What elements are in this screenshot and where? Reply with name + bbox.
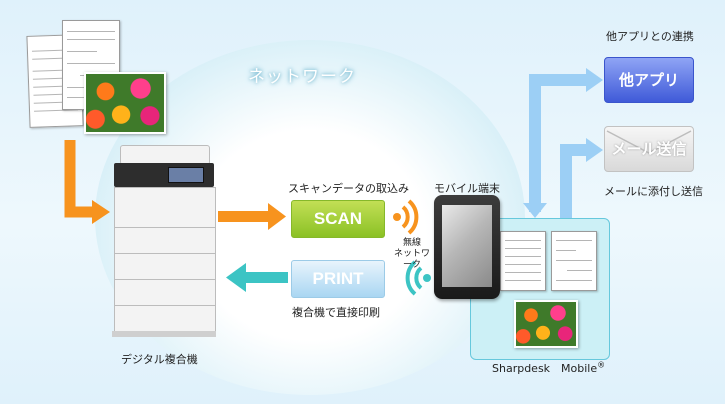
mail-caption: メールに添付し送信 <box>604 185 703 198</box>
other-app-button[interactable]: 他アプリ <box>604 57 694 103</box>
wireless-label-line1: 無線 <box>402 238 421 248</box>
orange-arrow-docs-to-copier <box>64 140 92 218</box>
orange-arrowhead-copier <box>92 200 110 224</box>
orange-arrowhead-scan <box>268 203 286 230</box>
mobile-terminal-label: モバイル端末 <box>434 182 500 195</box>
sharpdesk-label: Sharpdesk Mobile® <box>492 360 605 376</box>
flower-photo-source <box>84 72 166 134</box>
blue-arrow-other-app <box>529 74 588 212</box>
blue-arrowhead-down-mobile <box>523 203 547 218</box>
blue-arrowhead-other-app <box>586 68 603 92</box>
mail-button-label: メール送信 <box>611 140 687 158</box>
blue-arrow-mail <box>560 144 588 222</box>
orange-arrow-to-scan-shaft <box>218 211 268 222</box>
mail-send-button[interactable]: メール送信 <box>604 126 694 172</box>
teal-arrow-to-copier-shaft <box>246 272 288 283</box>
teal-arrowhead-copier <box>226 263 246 292</box>
copier-label: デジタル複合機 <box>121 353 198 366</box>
wifi-receive-icon <box>405 260 431 296</box>
tablet-icon[interactable] <box>434 195 500 299</box>
network-label: ネットワーク <box>248 67 356 87</box>
wifi-send-icon <box>393 199 419 235</box>
app-link-caption: 他アプリとの連携 <box>606 30 694 43</box>
mobile-document-2 <box>551 231 597 291</box>
sharpdesk-name: Sharpdesk Mobile <box>492 362 598 375</box>
mobile-flower-photo <box>514 300 578 348</box>
scan-caption: スキャンデータの取込み <box>288 182 409 195</box>
blue-arrowhead-mail <box>586 138 603 162</box>
tablet-screen <box>442 205 492 287</box>
mobile-document-1 <box>500 231 546 291</box>
registered-mark: ® <box>597 360 606 370</box>
copier-icon <box>110 145 218 340</box>
print-caption: 複合機で直接印刷 <box>292 306 380 319</box>
print-button[interactable]: PRINT <box>291 260 385 298</box>
wireless-network-label: 無線 ネットワーク <box>390 238 434 271</box>
wireless-label-line2: ネットワーク <box>393 249 430 270</box>
scan-button[interactable]: SCAN <box>291 200 385 238</box>
envelope-icon <box>606 130 692 154</box>
